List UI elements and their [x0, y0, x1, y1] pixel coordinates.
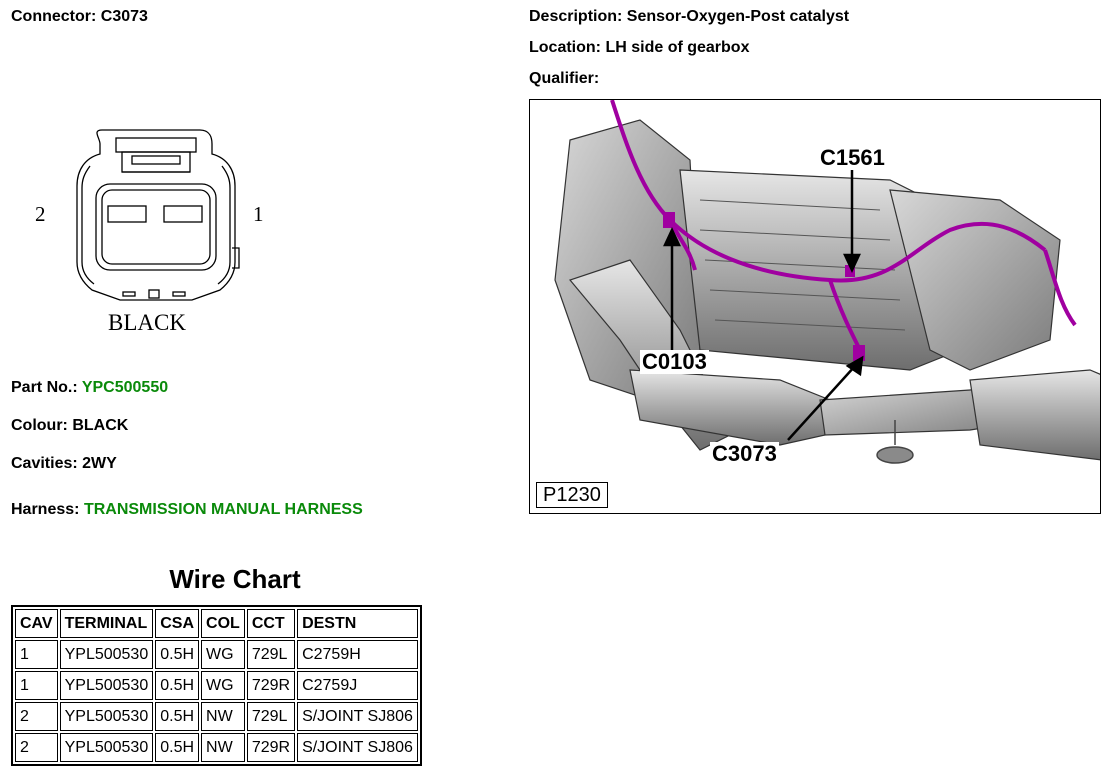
callout-c1561: C1561 [818, 145, 887, 170]
table-header-row: CAV TERMINAL CSA COL CCT DESTN [15, 609, 418, 638]
colour: Colour: BLACK [11, 417, 129, 434]
pin-2-label: 2 [35, 202, 46, 226]
cell-terminal: YPL500530 [59, 702, 154, 731]
qualifier: Qualifier: [529, 70, 600, 87]
cell-cct: 729R [246, 671, 296, 700]
catalytic-converter [629, 369, 831, 446]
cell-destn[interactable]: C2759H [297, 640, 418, 669]
location-value: LH side of gearbox [605, 39, 750, 56]
cell-col: NW [201, 702, 245, 731]
cell-cct: 729R [246, 733, 296, 762]
cell-csa: 0.5H [155, 733, 200, 762]
figure-id: P1230 [536, 482, 608, 508]
colour-value: BLACK [72, 417, 129, 434]
connector-colour-label: BLACK [108, 310, 186, 335]
cell-cct: 729L [246, 702, 296, 731]
header-cav: CAV [15, 609, 58, 638]
cell-cct: 729L [246, 640, 296, 669]
cell-cav: 2 [15, 702, 58, 731]
cell-csa: 0.5H [155, 702, 200, 731]
table-row: 2 YPL500530 0.5H NW 729L S/JOINT SJ806 [15, 702, 418, 731]
cell-cav: 1 [15, 640, 58, 669]
cell-csa: 0.5H [155, 640, 200, 669]
cell-terminal: YPL500530 [59, 733, 154, 762]
wire-chart-table: CAV TERMINAL CSA COL CCT DESTN 1 YPL5005… [11, 605, 422, 766]
cavities: Cavities: 2WY [11, 455, 117, 472]
exhaust-silencer [969, 369, 1100, 461]
header-cct: CCT [246, 609, 296, 638]
connector-id: C3073 [100, 8, 148, 25]
connector-c1561-marker [845, 265, 855, 277]
table-row: 1 YPL500530 0.5H WG 729L C2759H [15, 640, 418, 669]
callout-c0103: C0103 [640, 349, 709, 374]
cell-terminal: YPL500530 [59, 671, 154, 700]
header-col: COL [201, 609, 245, 638]
cell-csa: 0.5H [155, 671, 200, 700]
description: Description: Sensor-Oxygen-Post catalyst [529, 8, 850, 25]
part-number: Part No.: YPC500550 [11, 379, 169, 396]
header-terminal: TERMINAL [59, 609, 154, 638]
cell-destn[interactable]: S/JOINT SJ806 [297, 702, 418, 731]
description-value: Sensor-Oxygen-Post catalyst [626, 8, 850, 25]
harness: Harness: TRANSMISSION MANUAL HARNESS [11, 501, 363, 518]
harness-link[interactable]: TRANSMISSION MANUAL HARNESS [83, 501, 363, 518]
connector-c0103-marker [663, 212, 675, 228]
location-illustration: C1561 C0103 C3073 P1230 [529, 99, 1101, 514]
cell-col: WG [201, 671, 245, 700]
connector-face-diagram: 2 1 BLACK [35, 129, 264, 335]
header-destn: DESTN [297, 609, 418, 638]
wire-chart-title: Wire Chart [169, 564, 301, 594]
gearbox-illustration [554, 100, 1100, 464]
cell-col: NW [201, 733, 245, 762]
cell-destn[interactable]: C2759J [297, 671, 418, 700]
cell-terminal: YPL500530 [59, 640, 154, 669]
cavities-value: 2WY [82, 455, 117, 472]
table-row: 1 YPL500530 0.5H WG 729R C2759J [15, 671, 418, 700]
location: Location: LH side of gearbox [529, 39, 750, 56]
pin-1-label: 1 [253, 202, 264, 226]
header-csa: CSA [155, 609, 200, 638]
cell-cav: 1 [15, 671, 58, 700]
cell-col: WG [201, 640, 245, 669]
transfer-case [889, 189, 1061, 371]
part-number-link[interactable]: YPC500550 [81, 379, 169, 396]
connector-title: Connector: C3073 [11, 8, 148, 25]
cell-cav: 2 [15, 733, 58, 762]
callout-c3073: C3073 [710, 441, 779, 466]
table-row: 2 YPL500530 0.5H NW 729R S/JOINT SJ806 [15, 733, 418, 762]
cell-destn[interactable]: S/JOINT SJ806 [297, 733, 418, 762]
